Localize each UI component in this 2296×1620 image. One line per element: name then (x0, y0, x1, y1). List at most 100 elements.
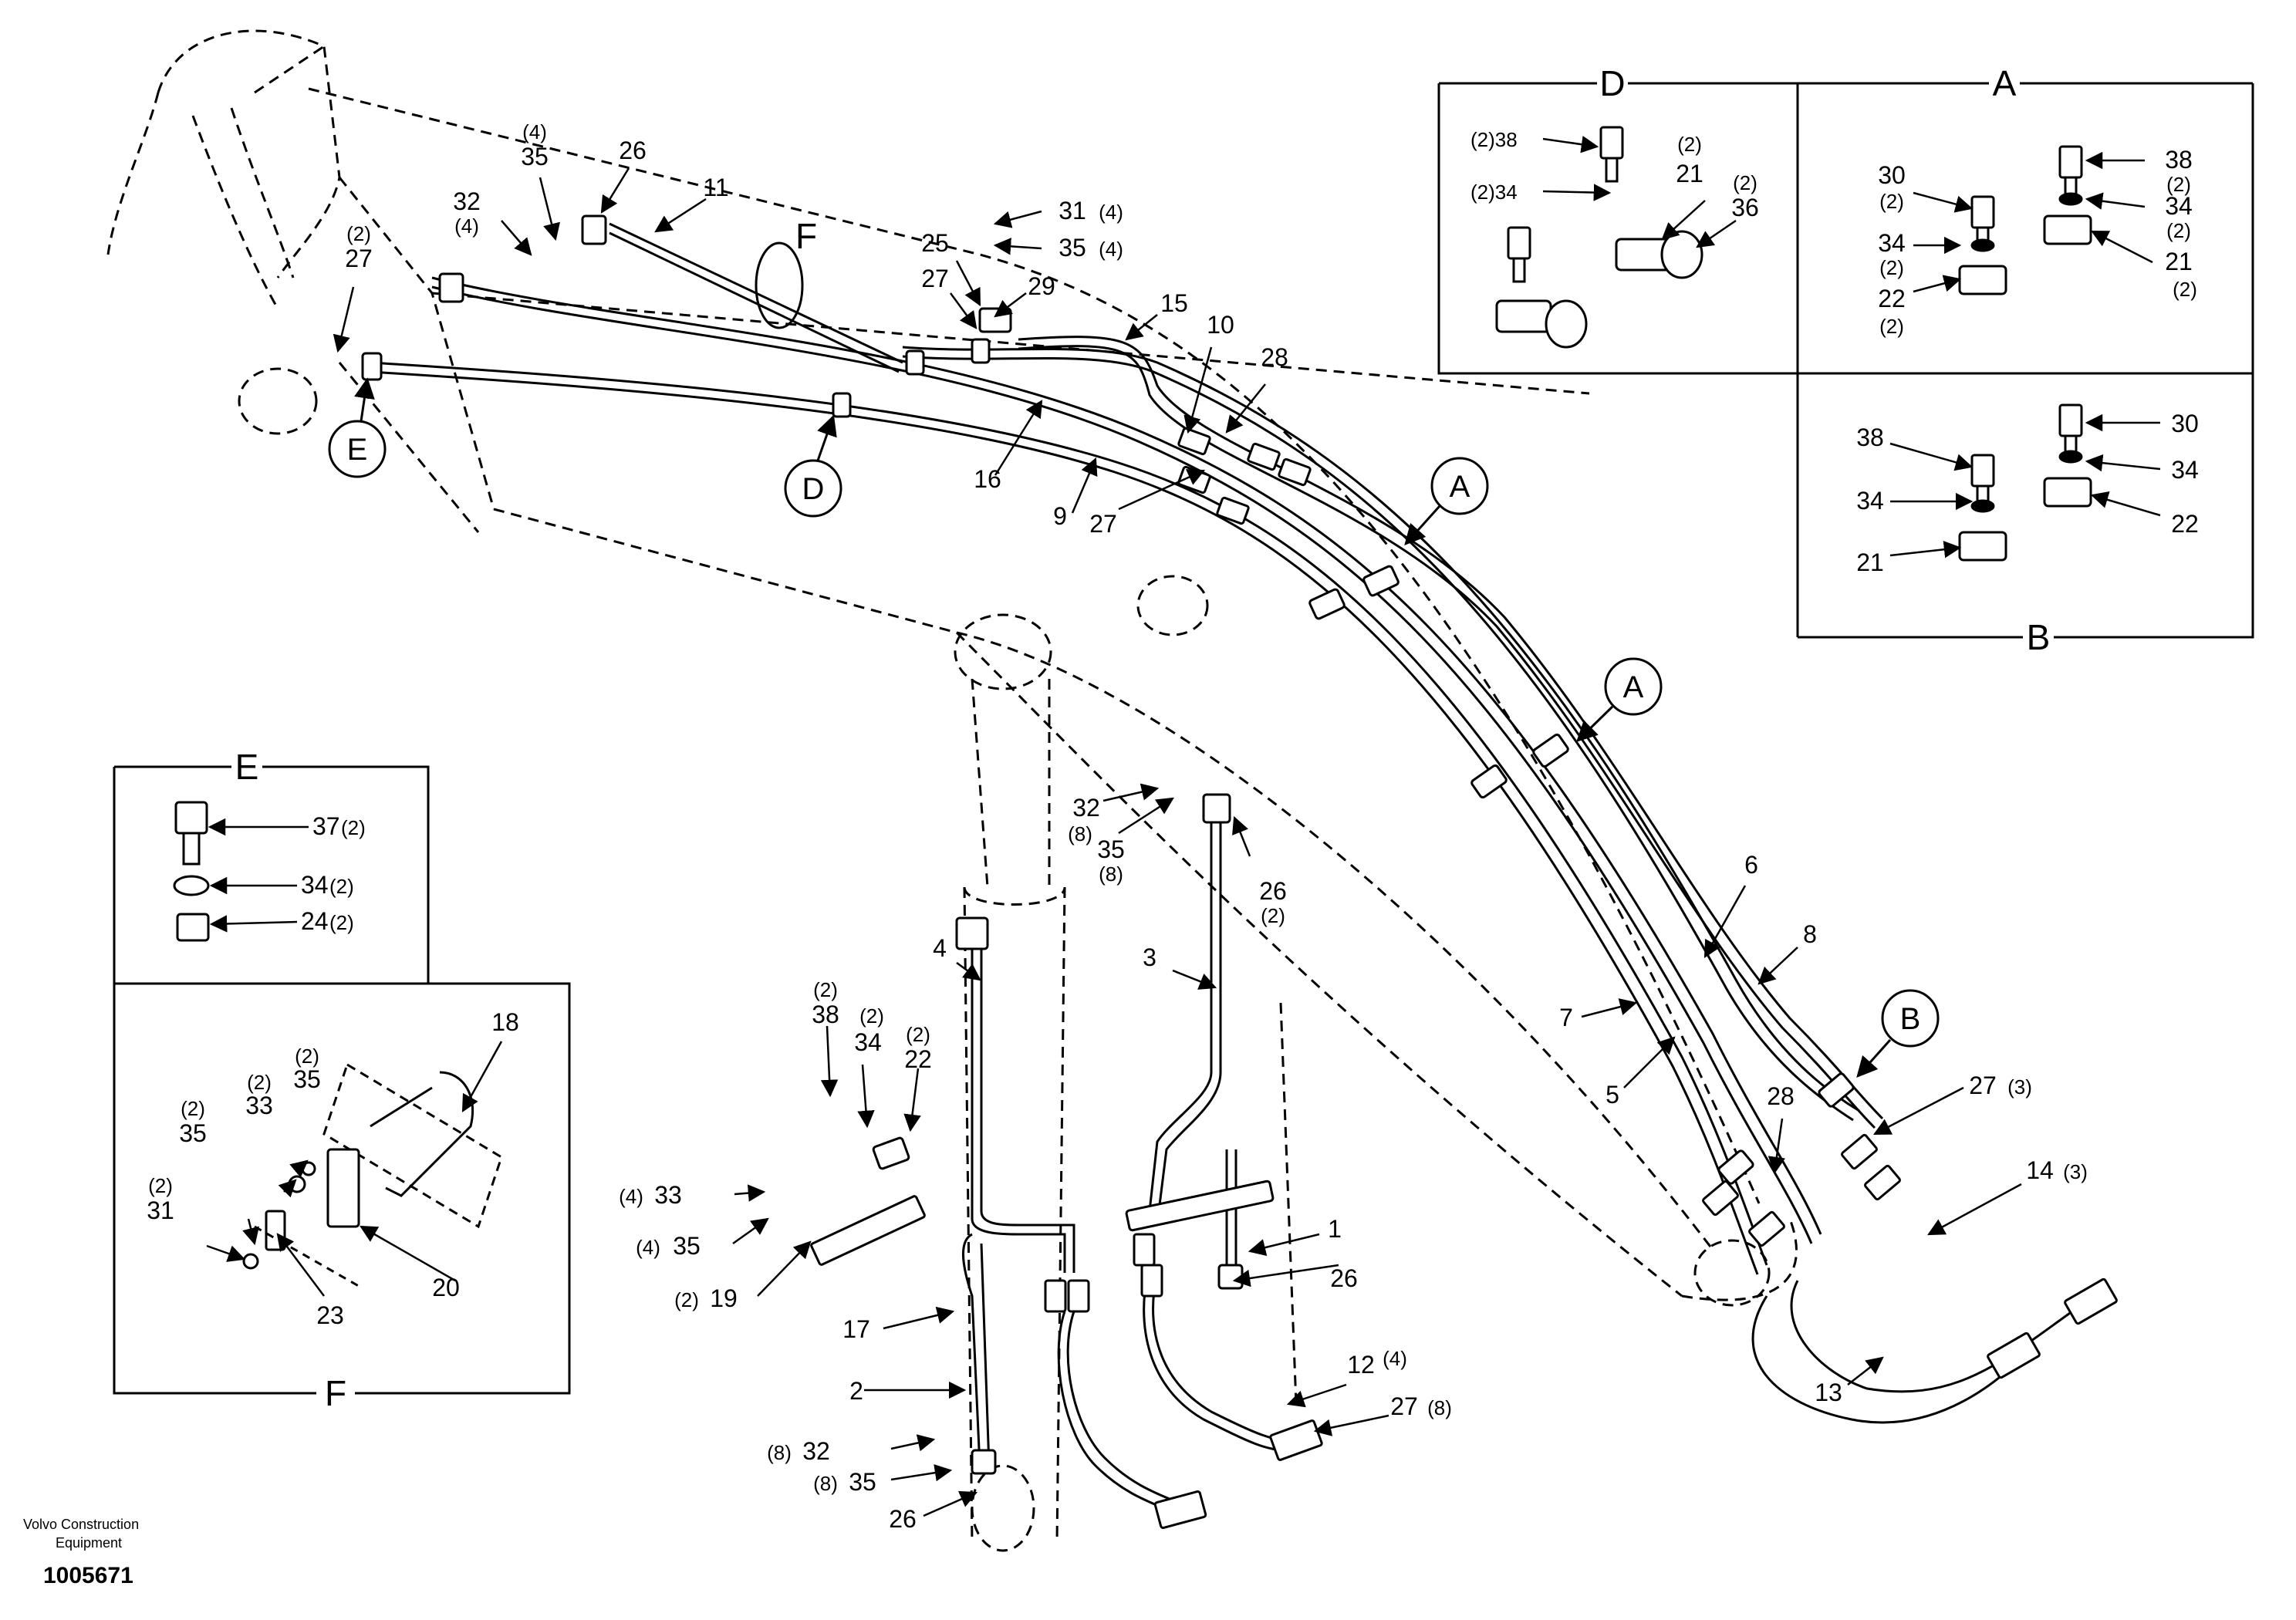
label-12: 12 (1347, 1351, 1375, 1379)
label-12-qty: (4) (1383, 1347, 1407, 1370)
inset-a-qty-34: (2) (1879, 256, 1904, 279)
clamp-f-ring (755, 241, 804, 329)
label-35b: 35 (1059, 234, 1086, 262)
hose-fittings (1044, 427, 2118, 1530)
label-32-mid: 32 (1072, 794, 1100, 822)
inset-e-qty-24: (2) (329, 911, 354, 934)
label-2: 2 (849, 1377, 863, 1405)
inset-f-label-35: 35 (293, 1065, 321, 1093)
label-25: 25 (921, 229, 949, 257)
label-4: 4 (933, 934, 947, 962)
inset-f-qty-35: (2) (295, 1045, 319, 1068)
inset-f-qty-31: (2) (148, 1174, 173, 1197)
label-5: 5 (1606, 1081, 1619, 1109)
label-32-low-qty: (8) (767, 1441, 792, 1464)
label-33: 33 (654, 1181, 682, 1209)
label-32-low: 32 (802, 1437, 830, 1465)
callout-b: B (1900, 1002, 1921, 1036)
inset-f-title: F (325, 1373, 346, 1413)
label-35-low-qty: (8) (813, 1472, 838, 1495)
label-29: 29 (1028, 272, 1055, 300)
inset-a-label-22: 22 (1878, 285, 1906, 312)
inset-d-label-36: 36 (1731, 194, 1759, 221)
inset-f-label-20: 20 (432, 1274, 460, 1301)
inset-a-qty-30: (2) (1879, 190, 1904, 213)
label-33-qty: (4) (619, 1185, 643, 1208)
label-22-qty: (2) (906, 1023, 930, 1046)
inset-a-qty-21: (2) (2173, 278, 2197, 301)
label-31-qty: (4) (1099, 201, 1123, 224)
inset-f-label-23: 23 (316, 1301, 344, 1329)
label-34-qty: (2) (859, 1004, 884, 1028)
callout-f: F (795, 216, 817, 256)
label-15: 15 (1160, 289, 1188, 317)
inset-f-label-33: 33 (245, 1092, 273, 1119)
inset-e-qty-34: (2) (329, 875, 354, 898)
label-27-bottom-qty: (8) (1427, 1396, 1452, 1419)
label-38: 38 (812, 1001, 839, 1028)
inset-a-qty-22: (2) (1879, 315, 1904, 338)
label-11: 11 (703, 174, 728, 201)
callout-arrows (354, 377, 1892, 1078)
callout-a-lower: A (1623, 670, 1644, 704)
inset-a-label-21: 21 (2165, 248, 2193, 275)
inset-d-label-38: (2)38 (1470, 128, 1518, 151)
inset-a-label-34: 34 (1878, 229, 1906, 257)
callout-circles (328, 420, 1940, 1048)
inset-a-qty-38: (2) (2166, 173, 2191, 196)
label-26-mid: 26 (1259, 877, 1287, 905)
label-27-right: 27 (1969, 1072, 1997, 1099)
inset-d-qty-21: (2) (1677, 133, 1702, 156)
label-26-top: 26 (619, 137, 647, 164)
inset-d-title: D (1599, 63, 1625, 103)
inset-b-parts (1958, 403, 2092, 562)
inset-b-label-21: 21 (1856, 548, 1884, 576)
boom-pipes (370, 222, 1884, 1275)
label-32: 32 (453, 187, 481, 215)
label-31: 31 (1059, 197, 1086, 224)
doc-number: 1005671 (43, 1563, 133, 1588)
callout-a-upper: A (1450, 470, 1470, 504)
label-7: 7 (1559, 1004, 1573, 1031)
label-28-top: 28 (1261, 343, 1288, 371)
label-34: 34 (854, 1028, 882, 1056)
inset-a-label-38: 38 (2165, 146, 2193, 174)
label-27-mid: 27 (921, 265, 949, 292)
label-27-bottom: 27 (1390, 1392, 1418, 1420)
label-26-mid-qty: (2) (1261, 904, 1285, 927)
label-38-qty: (2) (813, 978, 838, 1001)
inset-f-qty-33: (2) (247, 1071, 272, 1094)
label-22: 22 (904, 1045, 932, 1073)
label-6: 6 (1744, 851, 1758, 879)
leader-lines (206, 135, 2161, 1517)
label-19: 19 (710, 1284, 738, 1312)
inset-e-label-37: 37 (312, 812, 340, 840)
label-32-mid-qty: (8) (1068, 822, 1092, 845)
brand-line-2: Equipment (56, 1535, 123, 1551)
inset-b-label-30: 30 (2171, 410, 2199, 437)
label-16: 16 (974, 465, 1001, 493)
label-35c-qty: (4) (636, 1236, 660, 1259)
inset-e-label-24: 24 (301, 907, 329, 935)
inset-f-qty-35b: (2) (181, 1097, 205, 1120)
label-26-bottom: 26 (889, 1505, 917, 1533)
inset-d-label-21: 21 (1676, 160, 1703, 187)
inset-a-parts (1958, 145, 2092, 295)
inset-frames (113, 82, 2254, 1395)
label-14: 14 (2026, 1156, 2054, 1184)
label-35-qty: (4) (522, 120, 547, 143)
inset-f-parts (242, 1062, 503, 1290)
inset-f-label-35b: 35 (179, 1119, 207, 1147)
label-35-mid: 35 (1097, 835, 1125, 863)
label-1: 1 (1328, 1215, 1342, 1243)
label-27-low: 27 (1089, 510, 1117, 538)
cylinder-pipes (961, 818, 2084, 1514)
inset-f-label-31: 31 (147, 1196, 174, 1224)
inset-e-qty-37: (2) (341, 816, 366, 839)
inset-a-title: A (1993, 63, 2017, 103)
label-8: 8 (1803, 920, 1817, 948)
label-9: 9 (1053, 502, 1067, 530)
callout-d: D (802, 472, 825, 506)
inset-b-label-34r: 34 (2171, 456, 2199, 484)
